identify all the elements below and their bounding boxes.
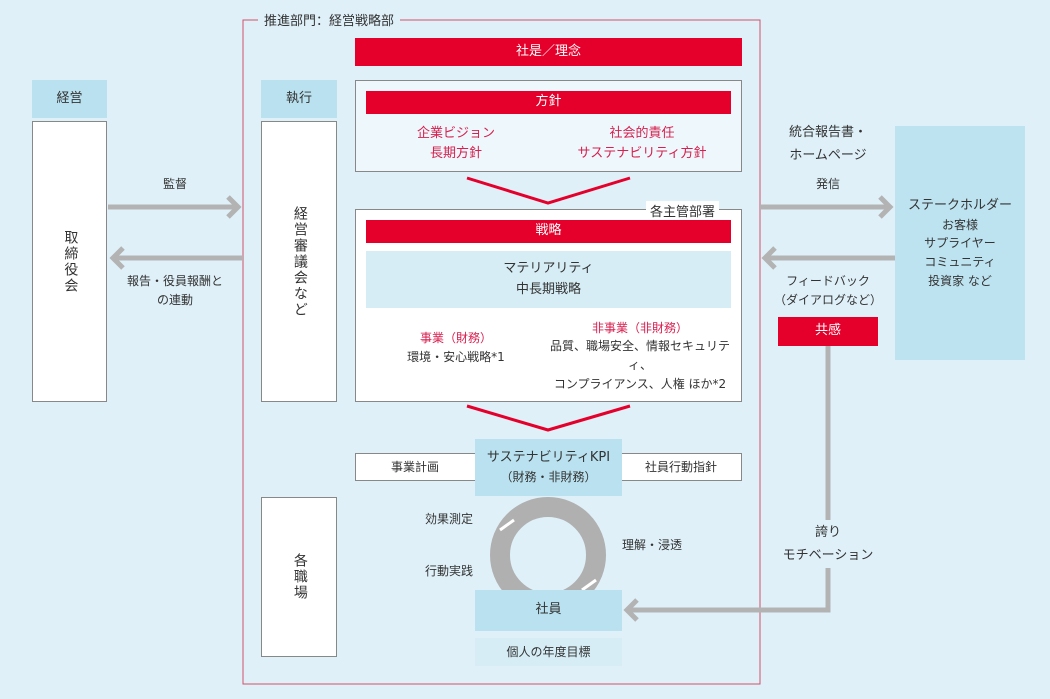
chevron-down-icon — [466, 176, 631, 205]
homepage-media: ホームページ — [789, 148, 867, 163]
policy-right: 社会的責任サステナビリティ方針 — [552, 120, 732, 168]
arrow-right-icon — [108, 195, 242, 219]
chevron-down-icon — [466, 404, 631, 432]
stakeholders-box: ステークホルダー お客様 サプライヤー コミュニティ 投資家 など — [895, 126, 1025, 360]
arrow-left-icon — [109, 246, 243, 270]
kpi-title: サステナビリティKPI — [486, 450, 611, 466]
stakeholder-item: コミュニティ — [924, 255, 996, 270]
arrow-left-icon — [623, 346, 831, 622]
non-business-line: 品質、職場安全、情報セキュリティ、 — [549, 339, 730, 372]
cycle-measure: 効果測定 — [425, 512, 474, 526]
cycle-practice: 行動実践 — [425, 564, 474, 578]
non-business-block: 非事業（非財務） 品質、職場安全、情報セキュリティ、 コンプライアンス、人権 ほ… — [540, 321, 740, 391]
workplace-label: 各職場 — [291, 553, 308, 601]
workplace-box: 各職場 — [261, 497, 337, 657]
council-box: 経営審議会など — [261, 121, 337, 402]
social-responsibility: 社会的責任 — [609, 125, 675, 141]
cycle-understand: 理解・浸透 — [622, 538, 683, 552]
board-box: 取締役会 — [32, 121, 107, 402]
publish-media-label: 統合報告書・ホームページ — [765, 120, 891, 168]
arrow-right-icon — [760, 195, 894, 219]
stakeholders-title: ステークホルダー — [907, 197, 1012, 213]
business-text: 環境・安心戦略*1 — [407, 350, 505, 364]
stakeholder-item: 投資家 など — [928, 273, 992, 288]
execution-header: 執行 — [261, 80, 337, 118]
code-of-conduct: 社員行動指針 — [644, 459, 717, 474]
feedback-line: （ダイアログなど） — [773, 293, 882, 307]
business-block: 事業（財務） 環境・安心戦略*1 — [366, 328, 546, 368]
business-plan: 事業計画 — [390, 459, 439, 474]
sustainability-policy: サステナビリティ方針 — [577, 146, 707, 161]
kpi-box: サステナビリティKPI （財務・非財務） — [475, 439, 622, 496]
council-label: 経営審議会など — [291, 205, 308, 318]
management-header: 経営 — [32, 80, 107, 118]
materiality: マテリアリティ — [503, 261, 594, 277]
report-line: 報告・役員報酬と — [126, 274, 223, 289]
stakeholder-item: サプライヤー — [924, 236, 996, 251]
personal-goal-box: 個人の年度目標 — [475, 638, 622, 666]
philosophy-bar: 社是／理念 — [355, 38, 742, 66]
mid-term-strategy: 中長期戦略 — [515, 281, 581, 297]
feedback-label: フィードバック （ダイアログなど） — [765, 272, 891, 310]
business-title: 事業（財務） — [419, 331, 492, 346]
frame-label: 推進部門：経営戦略部 — [258, 10, 401, 29]
board-label: 取締役会 — [62, 229, 79, 294]
materiality-box: マテリアリティ中長期戦略 — [366, 251, 731, 308]
motivation: モチベーション — [782, 548, 874, 563]
non-business-line: コンプライアンス、人権 ほか*2 — [553, 376, 727, 391]
policy-title: 方針 — [366, 91, 731, 114]
pride-label: 誇りモチベーション — [770, 520, 886, 568]
publish-label: 発信 — [815, 176, 840, 191]
departments-label: 各主管部署 — [646, 201, 720, 220]
stakeholder-item: お客様 — [941, 217, 978, 232]
arrow-left-icon — [761, 246, 895, 270]
vision: 企業ビジョン — [416, 125, 495, 141]
report-line: の連動 — [156, 293, 193, 307]
pride: 誇り — [814, 524, 841, 540]
strategy-title: 戦略 — [366, 220, 731, 243]
empathy-box: 共感 — [778, 317, 878, 346]
report-label: 報告・役員報酬との連動 — [110, 272, 240, 310]
cycle-arrow-icon — [499, 518, 597, 592]
long-term-policy: 長期方針 — [429, 146, 482, 161]
report-media: 統合報告書・ — [788, 124, 867, 140]
main-frame — [242, 19, 761, 685]
kpi-subtitle: （財務・非財務） — [500, 470, 597, 485]
employees-box: 社員 — [475, 590, 622, 631]
non-business-title: 非事業（非財務） — [591, 320, 688, 335]
feedback-line: フィードバック — [786, 274, 870, 289]
supervise-label: 監督 — [162, 176, 187, 191]
policy-left: 企業ビジョン長期方針 — [366, 120, 546, 168]
